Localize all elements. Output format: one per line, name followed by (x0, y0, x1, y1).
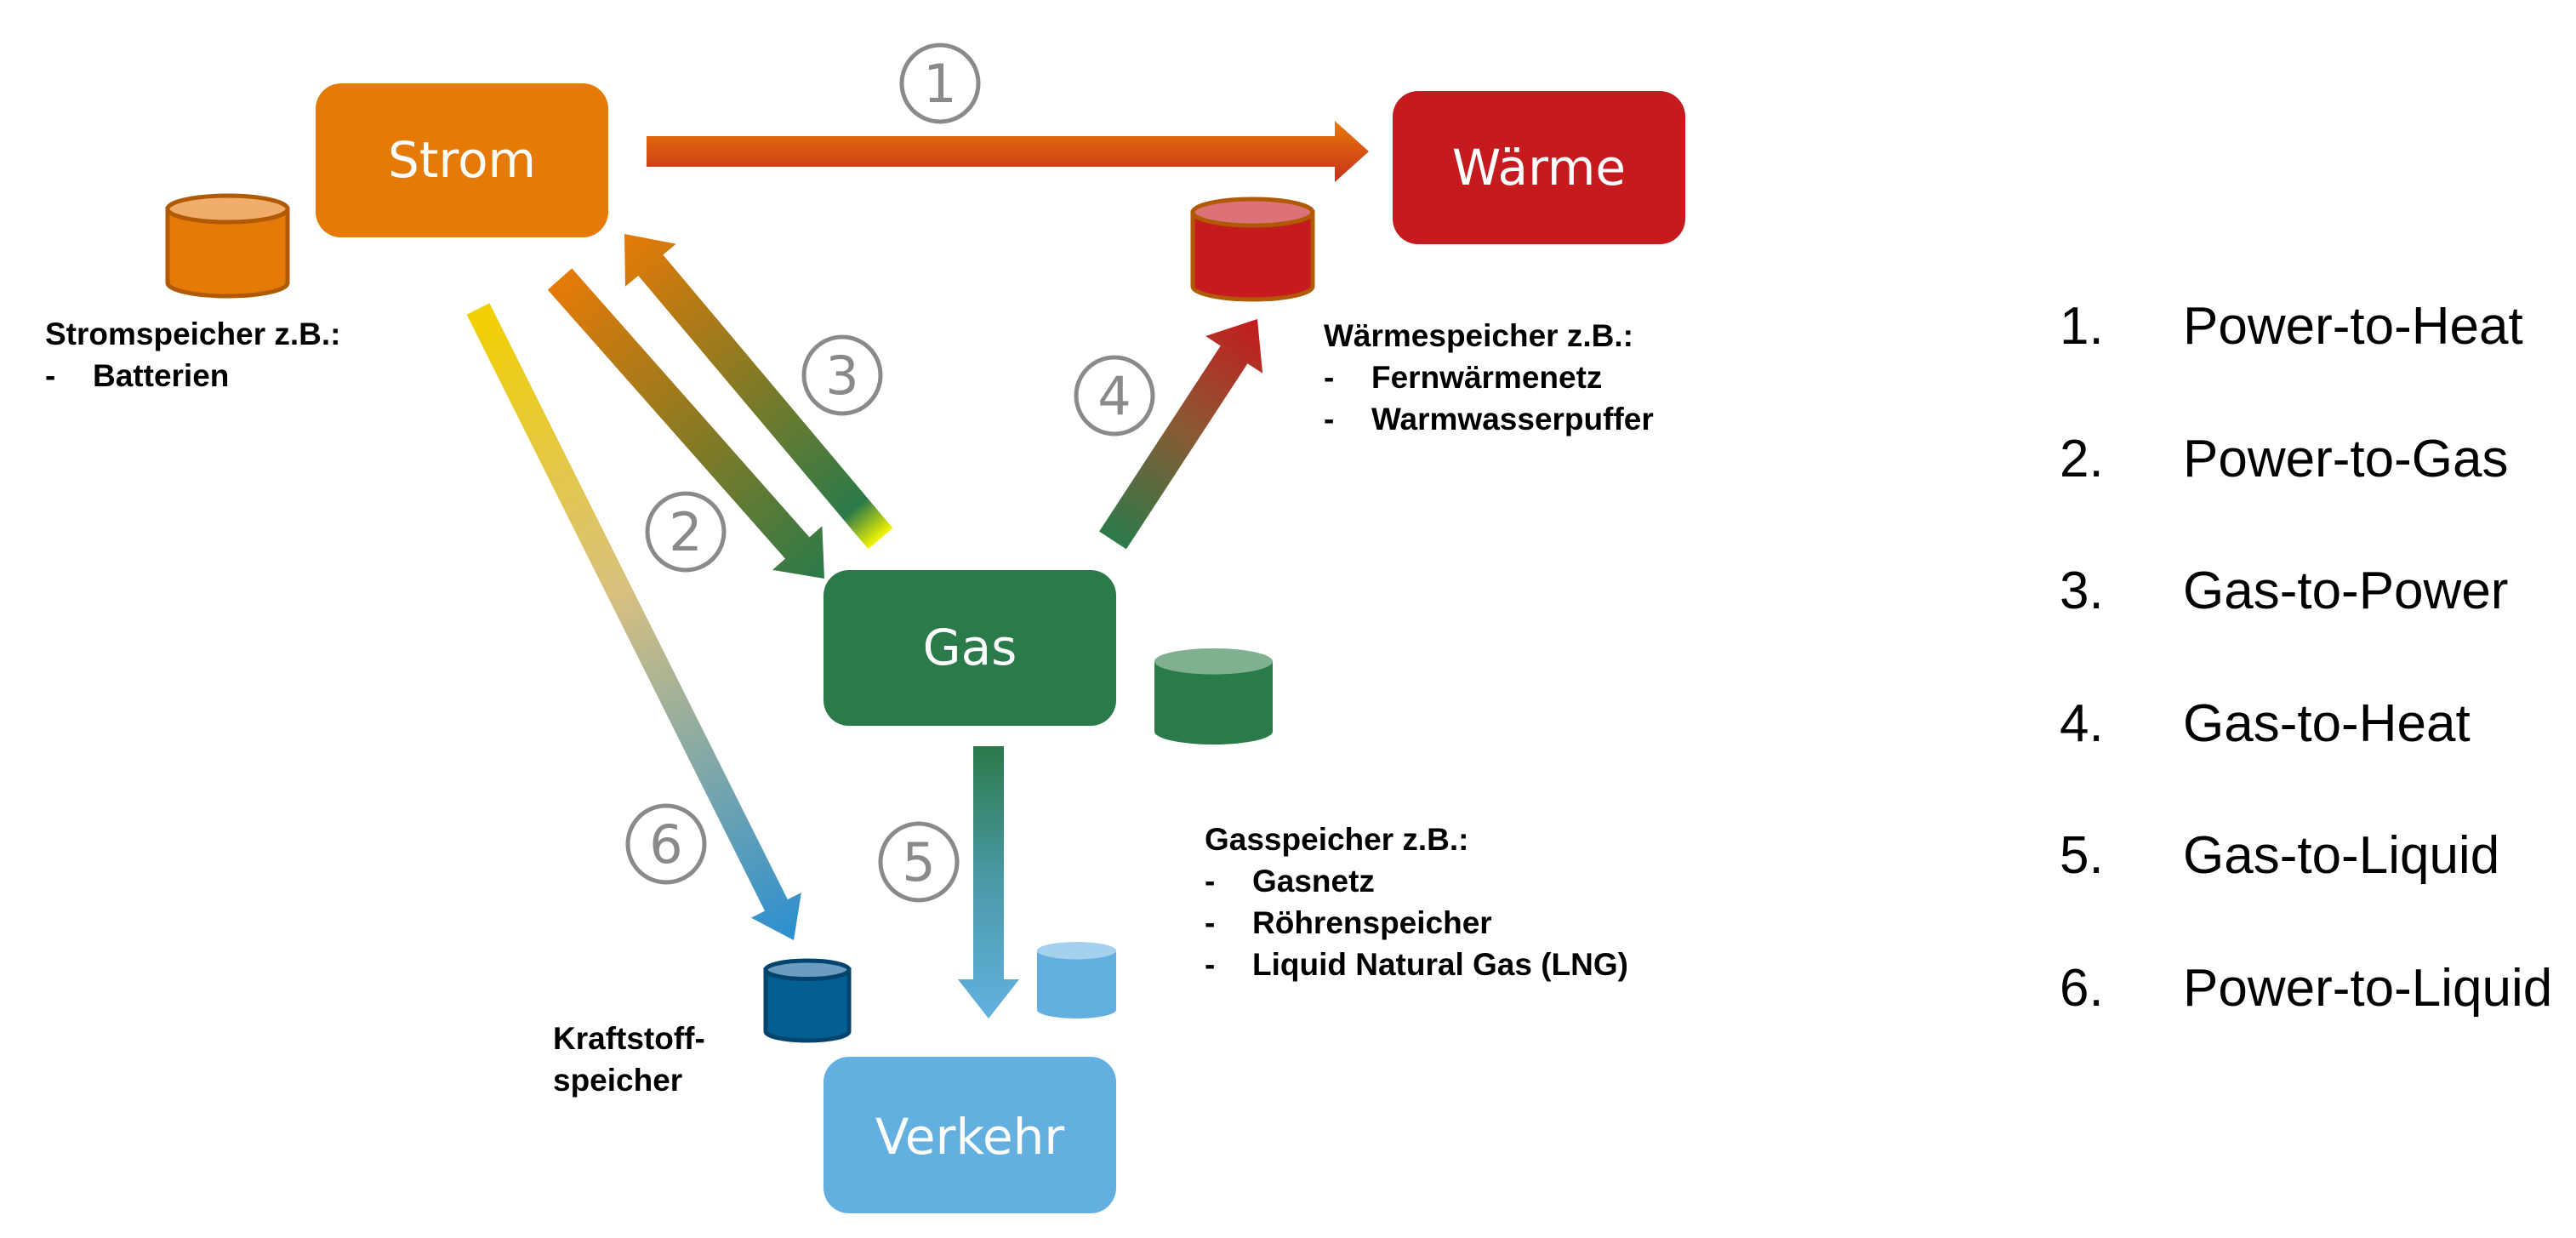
step-circle (625, 803, 707, 885)
legend-number: 5. (2060, 826, 2104, 885)
liquid-storage-icon (1037, 942, 1116, 1018)
step-circle (645, 491, 727, 573)
bullet-dash: - (1324, 402, 1335, 436)
step-marker-6: 6 (625, 803, 707, 885)
legend-number: 4. (2060, 693, 2104, 753)
node-verkehr-box (824, 1057, 1116, 1213)
legend-label: Gas-to-Liquid (2183, 826, 2500, 885)
storage-item: - Röhrenspeicher (1205, 902, 1628, 944)
battery-storage-caption: Stromspeicher z.B.: - Batterien (45, 313, 340, 397)
legend-item: 1. Power-to-Heat (2060, 296, 2552, 429)
legend-number: 6. (2060, 958, 2104, 1018)
bullet-dash: - (45, 358, 56, 393)
storage-title: Gasspeicher z.B.: (1205, 822, 1469, 857)
arrow-gas-to-liquid (958, 746, 1019, 1018)
node-gas-box (824, 570, 1116, 726)
legend-number: 2. (2060, 429, 2104, 488)
bullet-dash: - (1205, 864, 1216, 899)
legend-item: 4. Gas-to-Heat (2060, 693, 2552, 826)
legend-label: Gas-to-Heat (2183, 693, 2471, 753)
gas-storage-caption: Gasspeicher z.B.: - Gasnetz - Röhrenspeich… (1205, 819, 1628, 985)
node-verkehr-label: Verkehr (875, 1108, 1065, 1166)
storage-item: - Batterien (45, 355, 340, 397)
heat-storage-caption: Wärmespeicher z.B.: - Fernwärmenetz - Warm… (1324, 315, 1654, 440)
cylinder-top (165, 193, 290, 225)
fuel-storage-icon (763, 958, 852, 1043)
legend-item: 2. Power-to-Gas (2060, 429, 2552, 562)
node-strom-label: Strom (388, 131, 536, 189)
storage-item-label: Gasnetz (1252, 864, 1375, 899)
bullet-dash: - (1205, 905, 1216, 940)
step-number: 6 (649, 813, 682, 876)
storage-title: Stromspeicher z.B.: (45, 317, 341, 351)
legend-list: 1. Power-to-Heat 2. Power-to-Gas 3. Gas-to-… (2060, 296, 2552, 1090)
cylinder-top (763, 958, 852, 982)
node-waerme-box (1393, 91, 1685, 244)
node-waerme-label: Wärme (1452, 139, 1626, 197)
node-gas-label: Gas (923, 619, 1017, 676)
step-marker-2: 2 (645, 491, 727, 573)
storage-item-label: Warmwasserpuffer (1371, 402, 1654, 436)
cylinder-body (1037, 950, 1116, 1018)
legend-label: Power-to-Liquid (2183, 958, 2553, 1018)
storage-item: - Liquid Natural Gas (LNG) (1205, 944, 1628, 985)
heat-storage-icon (1190, 197, 1315, 302)
storage-title-line2: speicher (553, 1063, 683, 1098)
storage-item: - Gasnetz (1205, 860, 1628, 902)
legend-item: 5. Gas-to-Liquid (2060, 825, 2552, 958)
cylinder-top (1190, 197, 1315, 228)
cylinder-body (763, 967, 852, 1043)
arrow-power-to-gas (547, 268, 824, 579)
arrow-gas-to-heat (1099, 319, 1263, 550)
arrow-power-to-liquid (466, 303, 801, 940)
step-marker-4: 4 (1074, 355, 1155, 436)
legend-number: 1. (2060, 297, 2104, 356)
node-gas: Gas (824, 570, 1116, 726)
legend-item: 6. Power-to-Liquid (2060, 958, 2552, 1091)
bullet-dash: - (1205, 947, 1216, 982)
arrow-power-to-heat (647, 121, 1369, 182)
step-circle (878, 821, 960, 903)
cylinder-top (1154, 648, 1273, 675)
storage-item-label: Röhrenspeicher (1252, 905, 1492, 940)
cylinder-body (1154, 661, 1273, 745)
cylinder-body (165, 207, 290, 299)
node-waerme: Wärme (1393, 91, 1685, 244)
storage-title: Wärmespeicher z.B.: (1324, 318, 1633, 353)
legend-label: Power-to-Gas (2183, 429, 2509, 488)
cylinder-top (1037, 942, 1116, 960)
legend-label: Gas-to-Power (2183, 562, 2509, 620)
step-number: 3 (825, 345, 858, 407)
storage-item-label: Liquid Natural Gas (LNG) (1252, 947, 1628, 982)
step-marker-5: 5 (878, 821, 960, 903)
arrow-gas-to-power (624, 234, 893, 550)
legend-label: Power-to-Heat (2183, 297, 2523, 356)
step-marker-1: 1 (899, 43, 981, 124)
storage-item: - Fernwärmenetz (1324, 357, 1654, 398)
cylinder-body (1190, 210, 1315, 302)
bullet-dash: - (1324, 360, 1335, 395)
storage-item: - Warmwasserpuffer (1324, 398, 1654, 440)
legend-number: 3. (2060, 562, 2104, 620)
step-number: 5 (902, 831, 935, 893)
storage-item-label: Fernwärmenetz (1371, 360, 1603, 395)
arrow-layer (466, 121, 1369, 1018)
legend-item: 3. Gas-to-Power (2060, 561, 2552, 693)
step-circle (899, 43, 981, 124)
step-marker-3: 3 (801, 334, 883, 416)
step-number: 2 (669, 501, 702, 563)
node-strom-box (316, 83, 608, 237)
step-circle (1074, 355, 1155, 436)
step-number: 4 (1097, 365, 1131, 427)
node-verkehr: Verkehr (824, 1057, 1116, 1213)
storage-item-label: Batterien (93, 358, 230, 393)
node-strom: Strom (316, 83, 608, 237)
storage-title-line1: Kraftstoff- (553, 1021, 705, 1056)
step-circle (801, 334, 883, 416)
fuel-storage-caption: Kraftstoff- speicher (553, 1018, 705, 1101)
step-number: 1 (923, 53, 956, 115)
gas-storage-icon (1154, 648, 1273, 745)
battery-storage-icon (165, 193, 290, 299)
